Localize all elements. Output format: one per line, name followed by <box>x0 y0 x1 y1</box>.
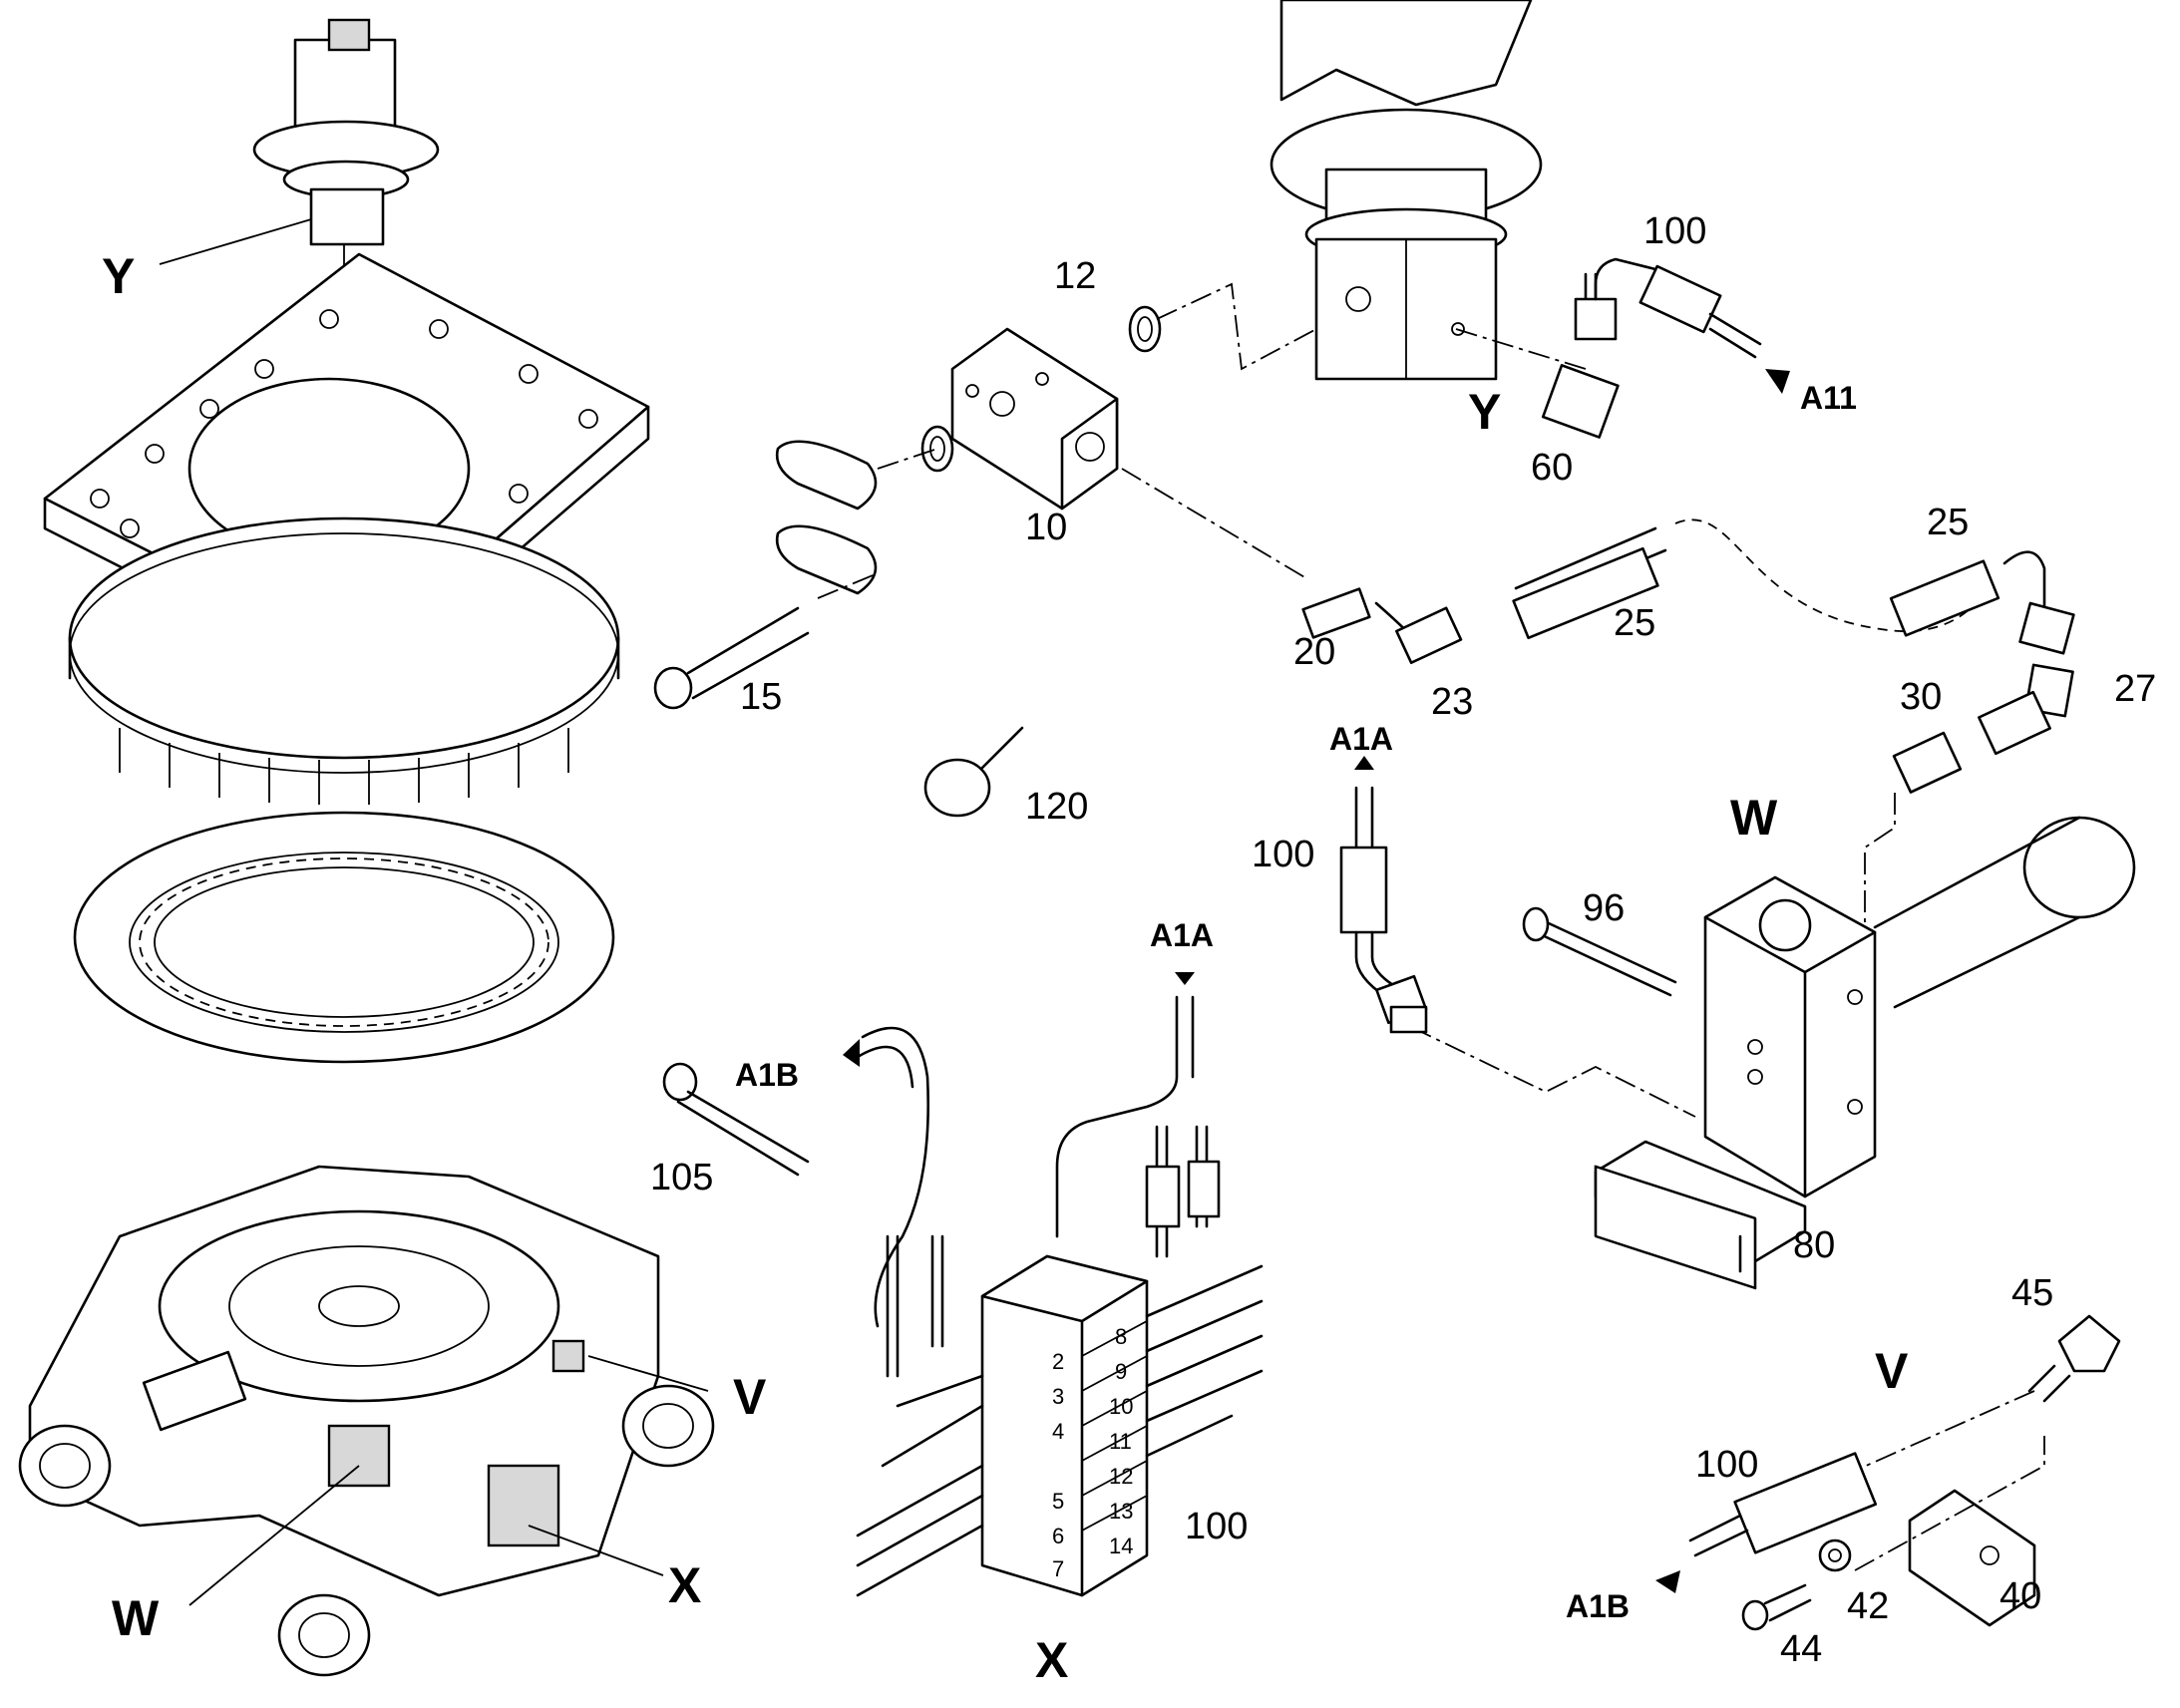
label-y-right: Y <box>1468 384 1502 440</box>
part-number-45: 45 <box>2011 1272 2054 1314</box>
label-w-left: W <box>112 1590 160 1646</box>
outlet-number-7: 7 <box>1052 1556 1065 1581</box>
fitting-60-and-hose-100 <box>1541 257 1790 439</box>
connection-label-a11: A11 <box>1800 380 1857 416</box>
part-number-40: 40 <box>1999 1575 2042 1617</box>
swivel-detail-y <box>1270 0 1543 381</box>
part-number-100-c: 100 <box>1185 1506 1249 1547</box>
seals-and-clamp-halves <box>775 305 1162 595</box>
label-y-left: Y <box>102 248 136 304</box>
part-number-10: 10 <box>1025 507 1068 548</box>
outlet-number-13: 13 <box>1109 1499 1134 1524</box>
part-number-96: 96 <box>1583 887 1626 929</box>
label-x-left: X <box>668 1557 702 1613</box>
distributor-x <box>856 1254 1264 1597</box>
part-number-30: 30 <box>1900 676 1943 718</box>
part-number-23: 23 <box>1431 681 1474 723</box>
part-number-44: 44 <box>1780 1628 1823 1670</box>
label-w-right: W <box>1730 790 1778 846</box>
part-number-100-d: 100 <box>1695 1444 1759 1486</box>
part-number-100-a: 100 <box>1643 210 1707 252</box>
label-v-right: V <box>1875 1343 1909 1399</box>
part-number-80: 80 <box>1793 1224 1836 1266</box>
connection-label-a1b-mid: A1B <box>735 1057 800 1093</box>
part-number-25-a: 25 <box>1614 602 1656 644</box>
part-number-27: 27 <box>2114 668 2157 710</box>
leader-lines-left <box>159 218 709 1606</box>
connection-label-a1a-top: A1A <box>1329 721 1394 757</box>
outlet-number-6: 6 <box>1052 1524 1065 1548</box>
part-number-12: 12 <box>1054 255 1097 297</box>
cable-tie-120 <box>923 726 1024 818</box>
rotary-joint-assembly <box>252 18 440 558</box>
valve-block-w <box>1410 793 2136 1290</box>
outlet-number-14: 14 <box>1109 1534 1134 1558</box>
part-number-42: 42 <box>1847 1585 1890 1627</box>
dash-lines-center <box>817 282 1587 599</box>
outlet-number-11: 11 <box>1109 1429 1132 1454</box>
ring-gear <box>73 811 615 1064</box>
outlet-number-4: 4 <box>1052 1419 1065 1444</box>
bolt-105 <box>662 1062 810 1177</box>
part-number-25-b: 25 <box>1927 502 1970 543</box>
connection-label-a1a-mid: A1A <box>1150 917 1215 953</box>
part-number-105: 105 <box>650 1157 714 1198</box>
hose-line-25 <box>1301 518 2075 794</box>
part-number-120: 120 <box>1025 786 1089 828</box>
part-number-60: 60 <box>1531 447 1574 489</box>
outlet-number-12: 12 <box>1109 1464 1134 1489</box>
connection-label-a1b-bottom: A1B <box>1566 1588 1631 1624</box>
outlet-number-8: 8 <box>1115 1324 1128 1349</box>
supply-lines-a1a-a1b <box>843 972 1221 1378</box>
outlet-number-9: 9 <box>1115 1359 1128 1384</box>
hose-100-to-a1a <box>1339 756 1428 1034</box>
label-v-left: V <box>733 1369 767 1425</box>
outlet-number-3: 3 <box>1052 1384 1065 1409</box>
flange-block-10 <box>950 327 1119 511</box>
label-x-bottom: X <box>1035 1632 1069 1688</box>
outlet-number-10: 10 <box>1109 1394 1134 1419</box>
part-number-15: 15 <box>740 676 783 718</box>
bolt-15 <box>653 606 810 710</box>
undercarriage-housing <box>18 1165 715 1677</box>
part-number-100-b: 100 <box>1252 834 1315 875</box>
outlet-number-2: 2 <box>1052 1349 1065 1374</box>
part-number-20: 20 <box>1293 631 1336 673</box>
outlet-number-5: 5 <box>1052 1489 1065 1514</box>
lube-fitting-v <box>1655 1314 2121 1631</box>
slewing-bearing-bolt-ring <box>68 516 620 805</box>
